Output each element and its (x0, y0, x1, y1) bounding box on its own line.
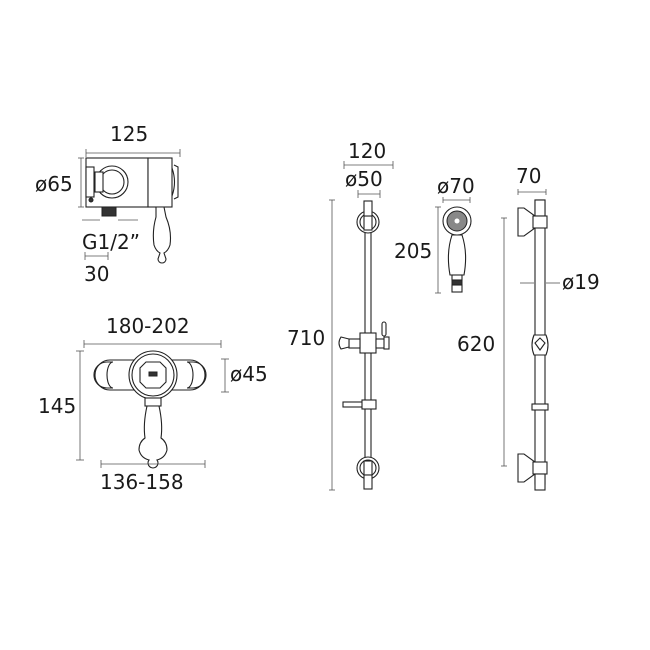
riser-rail (329, 161, 394, 491)
slide-width-label: 70 (516, 164, 542, 188)
riser-bracket-diameter-label: ø50 (345, 167, 383, 191)
riser-width-label: 120 (348, 139, 387, 163)
handset (435, 197, 472, 294)
handset-length-label: 205 (394, 239, 433, 263)
slide-tube-diameter-label: ø19 (562, 270, 600, 294)
inlet-thread-label: G1/2” (82, 230, 141, 254)
inlet-offset-label: 30 (84, 262, 110, 286)
front-width-range-label: 180-202 (106, 314, 190, 338)
handset-diameter-label: ø70 (437, 174, 475, 198)
front-centres-range-label: 136-158 (100, 470, 184, 494)
riser-height-label: 710 (287, 326, 326, 350)
slide-height-label: 620 (457, 332, 496, 356)
side-width-label: 125 (110, 122, 149, 146)
front-diameter-label: ø45 (230, 362, 268, 386)
side-diameter-label: ø65 (35, 172, 73, 196)
front-height-label: 145 (38, 394, 77, 418)
valve-front-view (76, 340, 229, 469)
slide-rail (501, 189, 560, 491)
valve-side-view (78, 149, 181, 264)
